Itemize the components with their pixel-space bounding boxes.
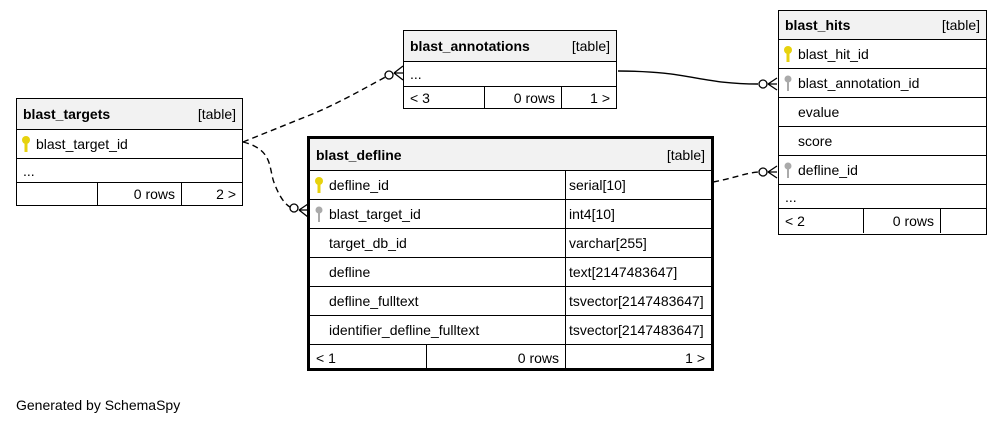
column-type: tsvector[2147483647]: [565, 316, 711, 344]
footer-parents[interactable]: < 1: [316, 349, 336, 366]
column-name: blast_target_id: [329, 206, 421, 222]
footer-children[interactable]: 1 >: [561, 87, 616, 108]
edge-targets-defline: [242, 141, 291, 208]
table-type-label: [table]: [571, 38, 610, 54]
table-type-label: [table]: [941, 17, 980, 33]
column-row[interactable]: blast_annotation_id: [779, 68, 986, 97]
column-name: target_db_id: [329, 235, 407, 251]
column-row[interactable]: blast_hit_id: [779, 39, 986, 68]
column-name-cell: defline_id: [310, 171, 565, 199]
column-row[interactable]: score: [779, 126, 986, 155]
column-name-cell: defline: [310, 258, 565, 286]
footer-row-count: 0 rows: [97, 183, 181, 205]
column-name: evalue: [798, 104, 840, 120]
column-name: defline_fulltext: [329, 293, 419, 309]
ellipsis-row: ...: [404, 61, 616, 86]
footer-row-count: 0 rows: [863, 209, 940, 233]
column-row[interactable]: defline_id serial[10]: [310, 170, 711, 199]
column-row[interactable]: target_db_id varchar[255]: [310, 228, 711, 257]
column-name: score: [798, 133, 833, 149]
edge-defline-hits: [712, 171, 759, 183]
column-type: varchar[255]: [565, 229, 711, 257]
table-blast-annotations[interactable]: blast_annotations [table] ... < 3 0 rows…: [403, 30, 617, 109]
column-row[interactable]: identifier_defline_fulltext tsvector[214…: [310, 315, 711, 344]
table-footer: 0 rows 2 >: [17, 182, 242, 205]
primary-key-icon: [315, 177, 323, 193]
edge-targets-annotations: [242, 72, 394, 143]
table-footer: < 3 0 rows 1 >: [404, 86, 616, 108]
table-blast-hits[interactable]: blast_hits [table] blast_hit_id blast_an…: [778, 10, 987, 235]
ellipsis-row: ...: [17, 158, 242, 182]
table-header[interactable]: blast_hits [table]: [779, 11, 986, 39]
column-row[interactable]: evalue: [779, 97, 986, 126]
column-name: identifier_defline_fulltext: [329, 322, 480, 338]
column-name-cell: target_db_id: [310, 229, 565, 257]
ellipsis-text: ...: [410, 66, 422, 82]
column-name: defline_id: [798, 162, 858, 178]
column-type: text[2147483647]: [565, 258, 711, 286]
table-header[interactable]: blast_targets [table]: [17, 99, 242, 129]
table-blast-targets[interactable]: blast_targets [table] blast_target_id ..…: [16, 98, 243, 206]
footer-children[interactable]: 1 >: [565, 345, 711, 370]
edge-marker-crowfoot: [393, 65, 404, 81]
column-name: blast_hit_id: [798, 46, 869, 62]
ellipsis-row: ...: [779, 184, 986, 208]
footer-parents[interactable]: < 3: [410, 89, 430, 106]
column-name: blast_annotation_id: [798, 75, 920, 91]
foreign-key-icon: [315, 206, 323, 222]
edge-marker-circle: [758, 79, 768, 89]
ellipsis-text: ...: [23, 162, 35, 179]
column-type: int4[10]: [565, 200, 711, 228]
table-footer: < 1 0 rows 1 >: [310, 344, 711, 370]
foreign-key-icon: [784, 75, 792, 91]
table-type-label: [table]: [666, 146, 705, 163]
footer-row-count: 0 rows: [426, 345, 565, 370]
column-name-cell: blast_target_id: [310, 200, 565, 228]
footer-children[interactable]: [940, 209, 986, 233]
column-name: defline_id: [329, 177, 389, 193]
table-footer: < 2 0 rows: [779, 208, 986, 233]
table-name: blast_defline: [316, 146, 402, 163]
column-row[interactable]: defline_id: [779, 155, 986, 184]
column-name-cell: defline_fulltext: [310, 287, 565, 315]
edge-annotations-hits: [617, 70, 759, 85]
column-name-cell: identifier_defline_fulltext: [310, 316, 565, 344]
edge-marker-crowfoot: [767, 165, 778, 179]
table-type-label: [table]: [197, 106, 236, 122]
primary-key-icon: [22, 136, 30, 152]
column-type: tsvector[2147483647]: [565, 287, 711, 315]
table-header[interactable]: blast_annotations [table]: [404, 31, 616, 61]
column-name: blast_target_id: [36, 136, 128, 152]
table-name: blast_targets: [23, 106, 111, 122]
generated-by-text: Generated by SchemaSpy: [16, 397, 181, 413]
foreign-key-icon: [784, 162, 792, 178]
table-blast-defline[interactable]: blast_defline [table] defline_id serial[…: [307, 136, 714, 371]
column-row[interactable]: defline_fulltext tsvector[2147483647]: [310, 286, 711, 315]
ellipsis-text: ...: [785, 188, 797, 205]
footer-parents[interactable]: [17, 183, 97, 205]
edge-marker-crowfoot: [767, 77, 778, 91]
edge-marker-circle: [289, 203, 299, 213]
table-header[interactable]: blast_defline [table]: [310, 139, 711, 170]
edge-marker-circle: [758, 167, 768, 177]
table-name: blast_hits: [785, 17, 851, 33]
column-row[interactable]: blast_target_id int4[10]: [310, 199, 711, 228]
primary-key-icon: [784, 46, 792, 62]
footer-parents[interactable]: < 2: [785, 213, 805, 229]
column-row[interactable]: defline text[2147483647]: [310, 257, 711, 286]
table-name: blast_annotations: [410, 38, 530, 54]
column-row[interactable]: blast_target_id: [17, 129, 242, 158]
footer-children[interactable]: 2 >: [181, 183, 242, 205]
column-name: defline: [329, 264, 371, 280]
column-type: serial[10]: [565, 171, 711, 199]
edge-marker-circle: [384, 70, 394, 80]
footer-row-count: 0 rows: [484, 87, 561, 108]
